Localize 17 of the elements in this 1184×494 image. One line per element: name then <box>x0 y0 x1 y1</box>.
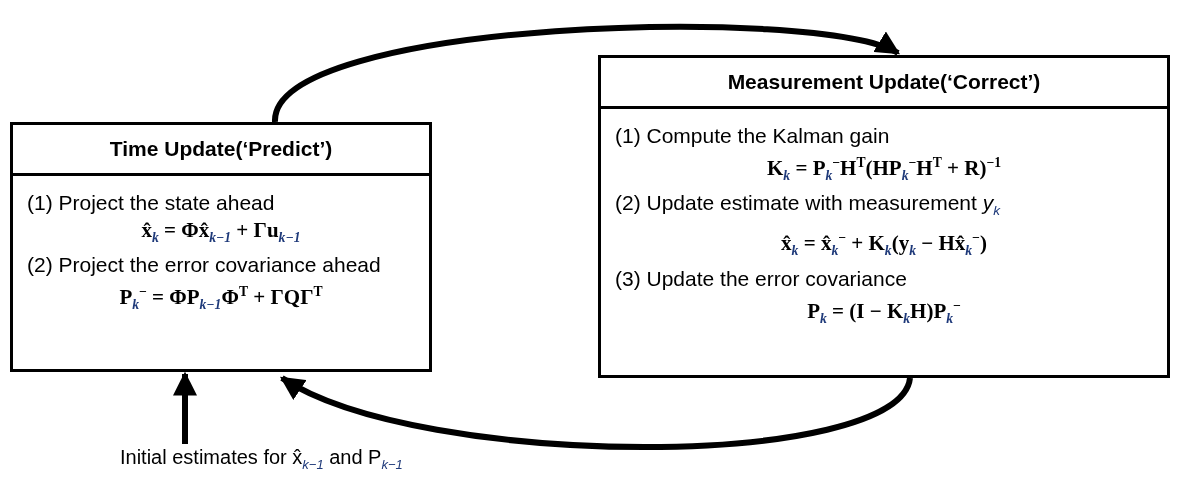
step-text: (2) Project the error covariance ahead <box>27 253 381 277</box>
arrow <box>272 23 901 124</box>
arrow <box>279 375 913 450</box>
step-text: (1) Project the state ahead <box>27 191 275 214</box>
formula: x̂$_{k}$ = x̂$_{k}$$^{−}$ + K$_{k}$(y$_{k}$ − Hx̂$_{k}$$^{−}$) <box>781 231 987 256</box>
process-box <box>598 55 1170 378</box>
note-text: Initial estimates for x̂$_{k−1}$ and P$_{k−1}$ <box>120 446 403 472</box>
formula: K$_{k}$ = P$_{k}$$^{−}$H$^{T}$(HP$_{k}$$^{−}$H$^{T}$ + R)$^{−1}$ <box>767 156 1001 180</box>
formula: x̂$_{k}$ = Φx̂$_{k−1}$ + Γu$_{k−1}$ <box>141 218 301 242</box>
step-text: (2) Update estimate with measurement y$_{k}$ <box>615 191 1000 215</box>
step-text: (3) Update the error covariance <box>615 266 907 290</box>
step-text: (1) Compute the Kalman gain <box>615 124 890 147</box>
formula: P$_{k}$$^{−}$ = ΦP$_{k−1}$Φ$^{T}$ + ΓQΓ$^{T}$ <box>119 285 323 310</box>
box-heading: Measurement Update(‘Correct’) <box>601 58 1167 109</box>
box-heading: Time Update(‘Predict’) <box>13 125 429 176</box>
arrow <box>173 371 197 444</box>
process-box <box>10 122 432 372</box>
